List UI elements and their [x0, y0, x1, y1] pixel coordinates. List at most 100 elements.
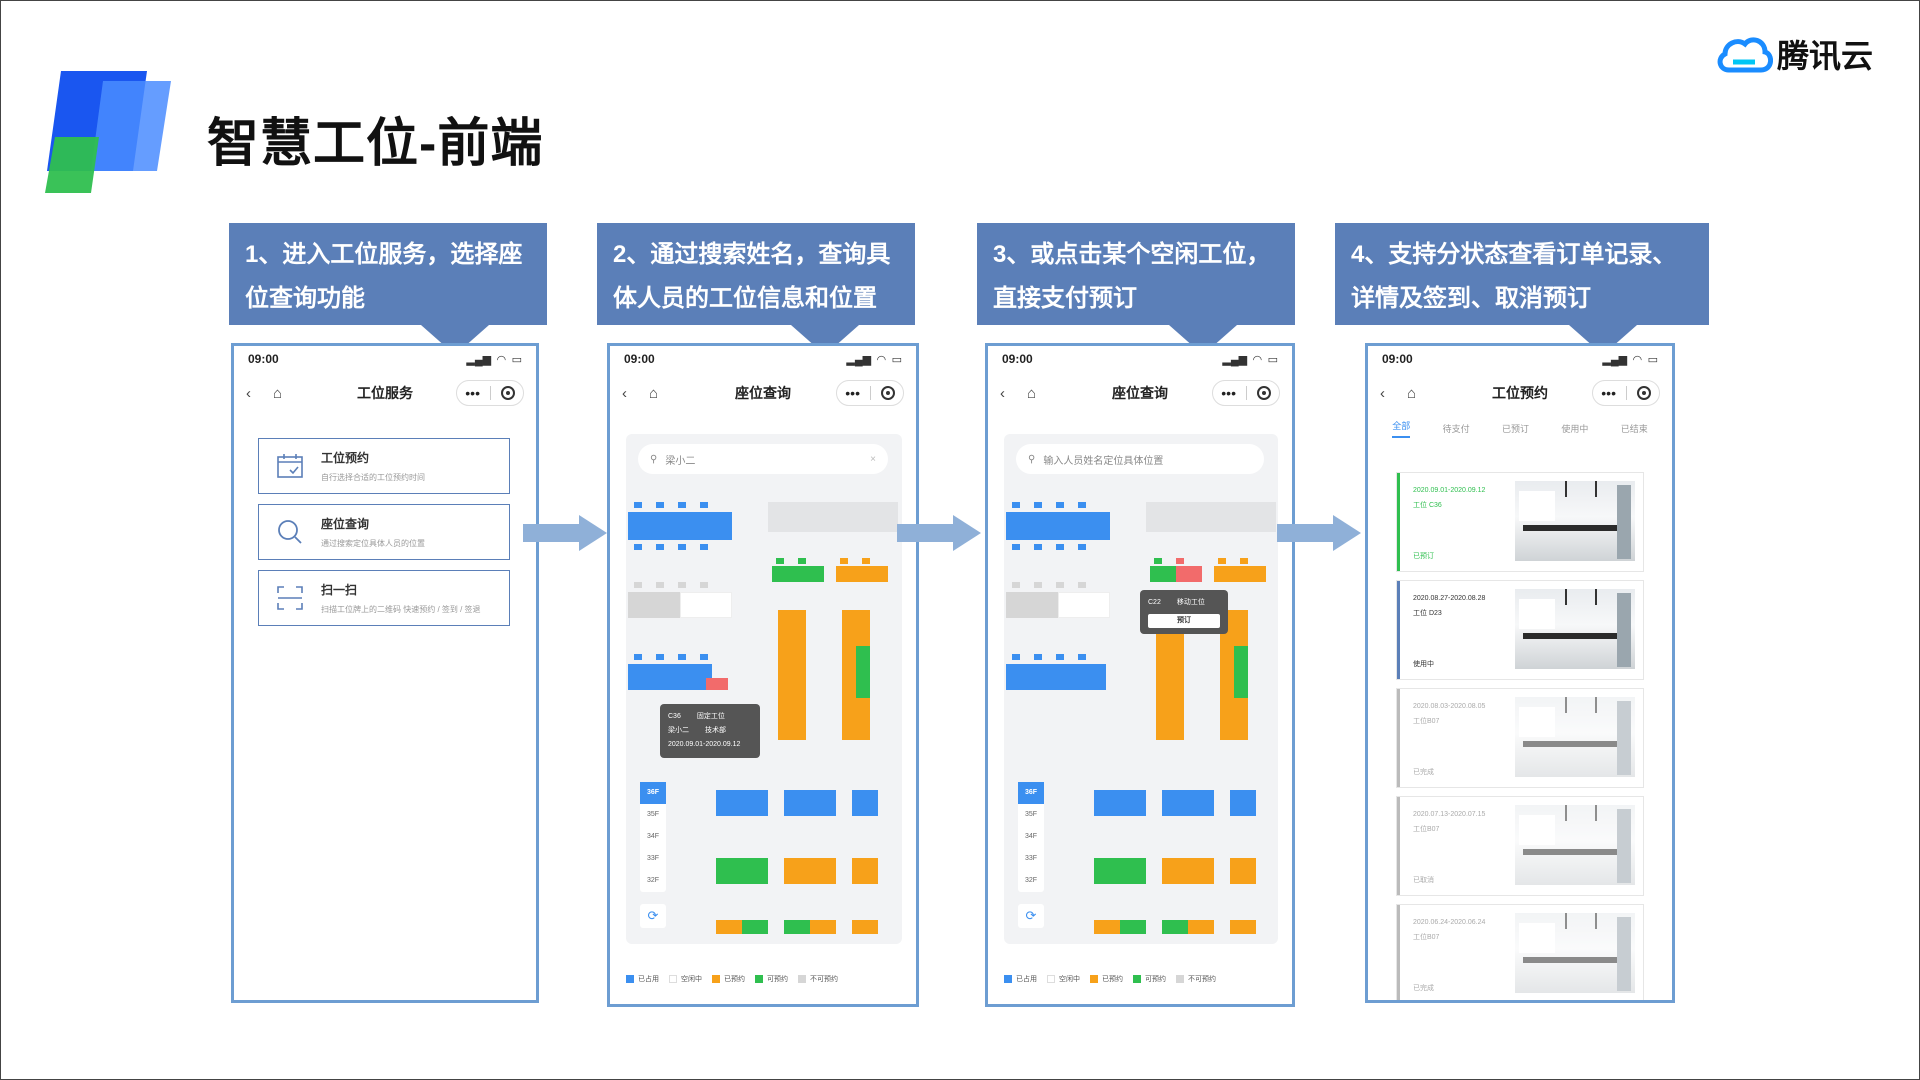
more-icon[interactable]: •••	[1601, 385, 1616, 401]
seat-block[interactable]	[1214, 566, 1266, 582]
seat-block[interactable]	[1188, 920, 1214, 934]
seat-block[interactable]	[772, 566, 824, 582]
tab-all[interactable]: 全部	[1392, 419, 1411, 438]
search-input[interactable]: ⚲ 输入人员姓名定位具体位置	[1016, 444, 1264, 474]
close-mini-program-icon[interactable]	[1257, 386, 1271, 400]
legend-swatch	[1047, 975, 1055, 984]
tab-booked[interactable]: 已预订	[1501, 423, 1529, 434]
order-status: 已取消	[1413, 877, 1434, 884]
floor-option[interactable]: 36F	[1018, 782, 1044, 804]
seat-block[interactable]	[716, 858, 768, 884]
seat-block[interactable]	[1150, 566, 1176, 582]
order-status-tabs: 全部 待支付 已预订 使用中 已结束	[1368, 414, 1672, 442]
order-card[interactable]: 2020.09.01-2020.09.12 工位 C36 已预订	[1396, 472, 1644, 572]
service-scan[interactable]: 扫一扫扫描工位牌上的二维码 快速预约 / 签到 / 签退	[258, 570, 510, 626]
seat-block[interactable]	[784, 920, 810, 934]
floor-option[interactable]: 34F	[1024, 833, 1038, 840]
seat-block[interactable]	[1120, 920, 1146, 934]
seat-block[interactable]	[852, 920, 878, 934]
back-icon[interactable]: ‹	[1000, 384, 1005, 402]
seat-block[interactable]	[784, 858, 836, 884]
seat-block[interactable]	[778, 610, 806, 740]
tab-pending-payment[interactable]: 待支付	[1442, 423, 1470, 434]
back-icon[interactable]: ‹	[1380, 384, 1385, 402]
order-date: 2020.08.03-2020.08.05	[1413, 703, 1486, 710]
seat-c36-highlight[interactable]	[706, 678, 728, 690]
seat-block[interactable]	[1094, 858, 1146, 884]
floor-option[interactable]: 35F	[1024, 811, 1038, 818]
seat-block[interactable]	[742, 920, 768, 934]
floor-option[interactable]: 34F	[646, 833, 660, 840]
seat-block[interactable]	[1094, 790, 1146, 816]
seat-block[interactable]	[856, 646, 870, 698]
seat-block[interactable]	[1006, 512, 1110, 540]
seat-block[interactable]	[1006, 664, 1106, 690]
order-card[interactable]: 2020.07.13-2020.07.15 工位B07 已取消	[1396, 796, 1644, 896]
status-time: 09:00	[1382, 352, 1413, 366]
home-icon[interactable]: ⌂	[1407, 384, 1417, 402]
home-icon[interactable]: ⌂	[1027, 384, 1037, 402]
seat-block[interactable]	[1094, 920, 1120, 934]
floor-option[interactable]: 36F	[640, 782, 666, 804]
wifi-icon: ◠	[1253, 353, 1262, 366]
home-icon[interactable]: ⌂	[649, 384, 659, 402]
seat-block[interactable]	[628, 592, 680, 618]
close-mini-program-icon[interactable]	[881, 386, 895, 400]
search-input[interactable]: ⚲ 梁小二 ×	[638, 444, 888, 474]
more-icon[interactable]: •••	[465, 385, 480, 401]
tooltip-period: 2020.09.01-2020.09.12	[668, 741, 741, 748]
seat-c22-highlight[interactable]	[1176, 566, 1202, 582]
refresh-icon[interactable]: ⟳	[1018, 904, 1044, 928]
floor-option[interactable]: 35F	[646, 811, 660, 818]
more-icon[interactable]: •••	[845, 385, 860, 401]
back-icon[interactable]: ‹	[246, 384, 251, 402]
wifi-icon: ◠	[1633, 353, 1642, 366]
seat-block[interactable]	[1230, 920, 1256, 934]
tab-finished[interactable]: 已结束	[1620, 423, 1648, 434]
tooltip-name: 梁小二	[668, 727, 689, 734]
phone-seat-query-book: 09:00 ▂▄▆◠▭ ‹⌂ 座位查询 ••• ⚲ 输入人员姓名定位具体位置	[985, 343, 1295, 1007]
status-time: 09:00	[624, 352, 655, 366]
phone-seat-query-search: 09:00 ▂▄▆◠▭ ‹⌂ 座位查询 ••• ⚲ 梁小二 ×	[607, 343, 919, 1007]
order-seat: 工位B07	[1413, 826, 1440, 833]
floor-option[interactable]: 33F	[646, 855, 660, 862]
order-card[interactable]: 2020.06.24-2020.06.24 工位B07 已完成	[1396, 904, 1644, 1000]
close-mini-program-icon[interactable]	[1637, 386, 1651, 400]
seat-block[interactable]	[1006, 592, 1058, 618]
home-icon[interactable]: ⌂	[273, 384, 283, 402]
seat-block[interactable]	[852, 858, 878, 884]
seat-block[interactable]	[784, 790, 836, 816]
seat-block[interactable]	[1230, 790, 1256, 816]
seat-block[interactable]	[1230, 858, 1256, 884]
tab-in-use[interactable]: 使用中	[1561, 423, 1589, 434]
seat-block[interactable]	[1058, 592, 1110, 618]
back-icon[interactable]: ‹	[622, 384, 627, 402]
seat-block[interactable]	[1234, 646, 1248, 698]
seat-block[interactable]	[1162, 790, 1214, 816]
seat-block[interactable]	[628, 664, 712, 690]
seat-block[interactable]	[852, 790, 878, 816]
seat-block[interactable]	[716, 790, 768, 816]
floor-option[interactable]: 33F	[1024, 855, 1038, 862]
seat-block[interactable]	[628, 512, 732, 540]
floor-option[interactable]: 32F	[646, 877, 660, 884]
service-seat-query[interactable]: 座位查询通过搜索定位具体人员的位置	[258, 504, 510, 560]
capsule-menu: •••	[1212, 380, 1280, 406]
clear-icon[interactable]: ×	[870, 453, 876, 465]
order-card[interactable]: 2020.08.27-2020.08.28 工位 D23 使用中	[1396, 580, 1644, 680]
seat-block[interactable]	[1162, 920, 1188, 934]
battery-icon: ▭	[511, 353, 522, 366]
tooltip-dept: 技术部	[705, 727, 726, 734]
seat-block[interactable]	[836, 566, 888, 582]
more-icon[interactable]: •••	[1221, 385, 1236, 401]
service-seat-booking[interactable]: 工位预约自行选择合适的工位预约时间	[258, 438, 510, 494]
close-mini-program-icon[interactable]	[501, 386, 515, 400]
refresh-icon[interactable]: ⟳	[640, 904, 666, 928]
seat-block[interactable]	[716, 920, 742, 934]
floor-option[interactable]: 32F	[1024, 877, 1038, 884]
seat-block[interactable]	[1162, 858, 1214, 884]
seat-block[interactable]	[680, 592, 732, 618]
book-button[interactable]: 预订	[1148, 614, 1220, 628]
order-card[interactable]: 2020.08.03-2020.08.05 工位B07 已完成	[1396, 688, 1644, 788]
seat-block[interactable]	[810, 920, 836, 934]
